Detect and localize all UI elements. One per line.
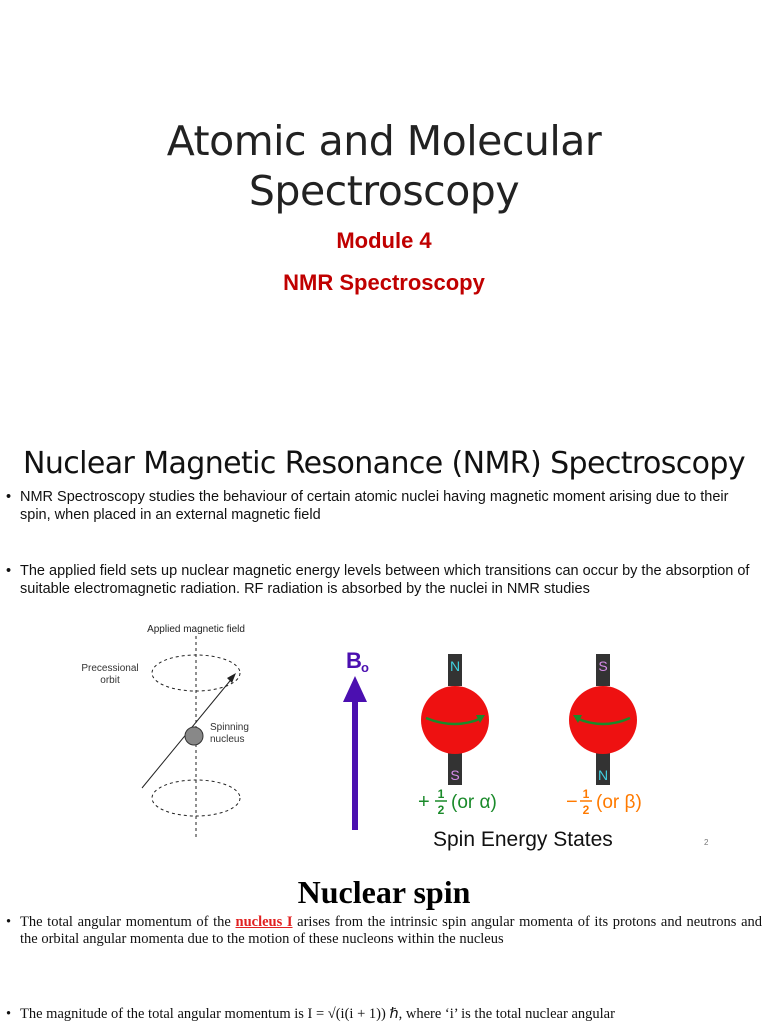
bullet-3: • The total angular momentum of the nucl… — [6, 914, 762, 948]
fraction-numerator: 1 — [583, 787, 590, 801]
applied-field-label: Applied magnetic field — [147, 624, 245, 635]
slide-separator — [0, 410, 768, 418]
fraction-denominator: 2 — [438, 803, 445, 817]
bullet-1: • NMR Spectroscopy studies the behaviour… — [6, 488, 758, 524]
slide2-title: Nuclear Magnetic Resonance (NMR) Spectro… — [23, 446, 746, 481]
bullet-dot: • — [6, 1006, 12, 1022]
spin-down-label: − 1 2 (or β) — [566, 787, 642, 817]
bullet-1-text: NMR Spectroscopy studies the behaviour o… — [20, 489, 729, 523]
spin-up-nucleus: N S — [421, 654, 489, 785]
nucleus-ball — [421, 686, 489, 754]
spin-up-label: + 1 2 (or α) — [418, 787, 497, 817]
field-subscript: o — [361, 660, 369, 675]
north-pole-bar — [596, 753, 610, 785]
nmr-intro-slide: Nuclear Magnetic Resonance (NMR) Spectro… — [0, 418, 768, 858]
bullet-dot: • — [6, 563, 12, 579]
alpha-term: (or α) — [451, 792, 497, 813]
rotation-arrowhead — [476, 715, 485, 723]
page-number: 2 — [704, 838, 709, 847]
south-pole-bar — [448, 753, 462, 785]
bullet-dot: • — [6, 489, 12, 505]
module-label: Module 4 — [336, 228, 432, 253]
title-slide: Atomic and Molecular Spectroscopy Module… — [0, 0, 768, 410]
plus-sign: + — [418, 791, 430, 813]
spinning-nucleus-icon — [184, 726, 204, 746]
main-title: Atomic and Molecular Spectroscopy — [0, 116, 768, 216]
fraction-denominator: 2 — [583, 803, 590, 817]
spinning-nucleus-label-2: nucleus — [210, 734, 244, 745]
fraction-numerator: 1 — [438, 787, 445, 801]
nucleus-ball — [569, 686, 637, 754]
nucleus-link[interactable]: nucleus I — [235, 914, 293, 930]
north-pole-label: N — [450, 658, 460, 674]
rotation-arrow-icon — [425, 716, 483, 726]
bullet-2: • The applied field sets up nuclear magn… — [6, 562, 758, 598]
precession-diagram: Applied magnetic field Precessional orbi… — [81, 624, 249, 838]
spinning-nucleus-label-1: Spinning — [210, 722, 249, 733]
bullet-3-text: The total angular momentum of the nucleu… — [20, 914, 762, 947]
precessional-orbit-label-2: orbit — [100, 675, 120, 686]
north-pole-label: N — [598, 767, 608, 783]
main-title-line1: Atomic and Molecular — [166, 117, 602, 165]
precessional-orbit-bottom — [151, 779, 241, 817]
south-pole-bar — [596, 654, 610, 686]
spin-axis-arrowhead — [227, 673, 236, 683]
nuclear-spin-slide: Nuclear spin • The total angular momentu… — [0, 866, 768, 1024]
north-pole-bar — [448, 654, 462, 686]
precessional-orbit-label-1: Precessional — [81, 663, 138, 674]
field-label: B — [346, 648, 362, 673]
main-title-line2: Spectroscopy — [248, 167, 520, 215]
spin-down-nucleus: S N — [569, 654, 637, 785]
slide3-title: Nuclear spin — [297, 874, 471, 910]
subtitle: NMR Spectroscopy — [283, 270, 485, 295]
bullet-dot: • — [6, 914, 12, 930]
bullet-4-text: The magnitude of the total angular momen… — [20, 1006, 615, 1022]
rotation-arrowhead — [573, 715, 582, 723]
spin-states-diagram: B o N S S N + 1 2 — [343, 648, 642, 851]
bullet-4: • The magnitude of the total angular mom… — [6, 1006, 762, 1023]
rotation-arrow-icon — [575, 716, 631, 726]
spin-states-caption: Spin Energy States — [433, 828, 613, 851]
south-pole-label: S — [598, 658, 607, 674]
slide-separator — [0, 858, 768, 866]
bullet-2-text: The applied field sets up nuclear magnet… — [20, 563, 750, 597]
south-pole-label: S — [450, 767, 459, 783]
minus-sign: − — [566, 791, 578, 813]
field-arrow-shaft — [352, 696, 358, 830]
beta-term: (or β) — [596, 792, 642, 813]
precessional-orbit-top — [151, 654, 241, 692]
field-arrow-head — [343, 676, 367, 702]
